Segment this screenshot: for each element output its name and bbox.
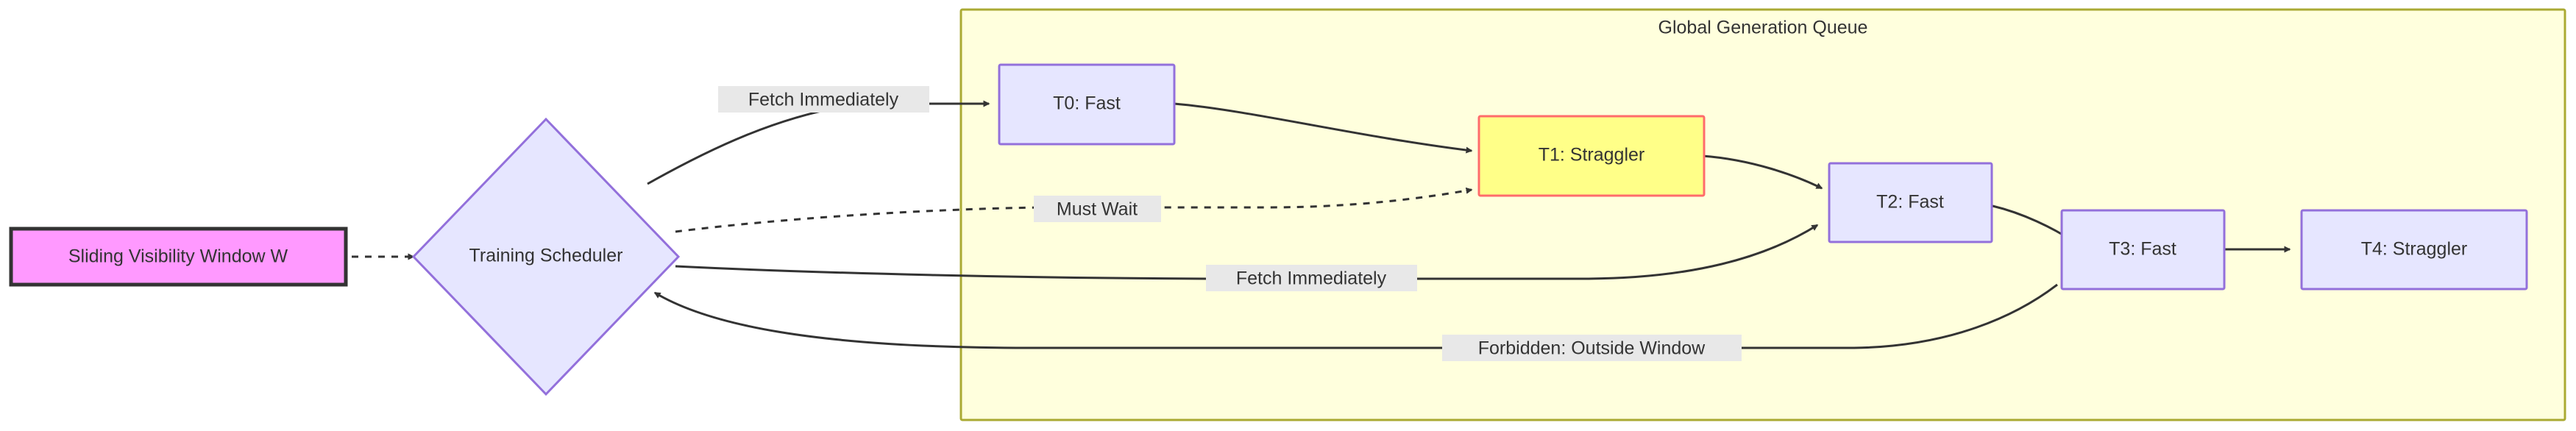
node-t3-fast[interactable]: T3: Fast	[2060, 209, 2226, 291]
edge-label-fetch-immediately-bottom: Fetch Immediately	[1236, 268, 1387, 289]
node-label-t4-straggler: T4: Straggler	[2361, 239, 2468, 260]
edge-scheduler-to-t1	[675, 187, 1473, 233]
node-t4-straggler[interactable]: T4: Straggler	[2300, 209, 2528, 291]
node-shape-rect[interactable]	[9, 227, 348, 287]
edge-label-background	[1442, 335, 1742, 361]
node-shape-rect[interactable]	[998, 63, 1176, 146]
edge-label-scheduler-to-t0: Fetch Immediately	[718, 86, 929, 113]
edge-scheduler-to-t0	[647, 100, 990, 185]
cluster-background	[959, 8, 2566, 421]
node-t2-fast[interactable]: T2: Fast	[1828, 162, 1993, 243]
edge-label-scheduler-to-t1: Must Wait	[1034, 196, 1161, 222]
cluster-global-generation-queue: Global Generation Queue	[959, 8, 2566, 421]
edge-t0-to-t1	[1174, 102, 1473, 154]
edge-label-t3-to-scheduler: Forbidden: Outside Window	[1442, 335, 1742, 361]
node-t1-straggler[interactable]: T1: Straggler	[1477, 115, 1706, 197]
node-training-scheduler[interactable]: Training Scheduler	[411, 117, 681, 396]
node-label-t0-fast: T0: Fast	[1053, 93, 1121, 114]
edge-label-fetch-immediately-top: Fetch Immediately	[748, 90, 899, 110]
edge-layer	[352, 100, 2291, 349]
edge-label-background	[1034, 196, 1161, 222]
node-label-training-scheduler: Training Scheduler	[469, 246, 623, 266]
node-t0-fast[interactable]: T0: Fast	[998, 63, 1176, 146]
edge-t3-to-scheduler	[653, 283, 2058, 349]
edge-label-scheduler-to-t2: Fetch Immediately	[1206, 265, 1417, 291]
edge-t1-to-t2	[1702, 154, 1823, 190]
node-shape-rect[interactable]	[2300, 209, 2528, 291]
edge-scheduler-to-t2	[675, 224, 1819, 280]
node-label-t3-fast: T3: Fast	[2109, 239, 2176, 260]
node-label-t1-straggler: T1: Straggler	[1539, 145, 1645, 165]
node-layer: Sliding Visibility Window W Training Sch…	[9, 63, 2528, 396]
cluster-title: Global Generation Queue	[1658, 18, 1868, 38]
edge-label-layer: Fetch Immediately Must Wait Fetch Immedi…	[718, 86, 1742, 361]
edge-label-background	[718, 86, 929, 113]
edge-label-must-wait: Must Wait	[1057, 199, 1138, 220]
edge-label-background	[1206, 265, 1417, 291]
node-shape-rect[interactable]	[1828, 162, 1993, 243]
node-shape-diamond[interactable]	[411, 117, 681, 396]
node-shape-rect[interactable]	[1477, 115, 1706, 197]
node-label-sliding-visibility-window: Sliding Visibility Window W	[68, 246, 288, 267]
edge-label-forbidden-outside-window: Forbidden: Outside Window	[1478, 338, 1706, 359]
node-label-t2-fast: T2: Fast	[1876, 192, 1944, 213]
node-sliding-visibility-window[interactable]: Sliding Visibility Window W	[9, 227, 348, 287]
node-shape-rect[interactable]	[2060, 209, 2226, 291]
